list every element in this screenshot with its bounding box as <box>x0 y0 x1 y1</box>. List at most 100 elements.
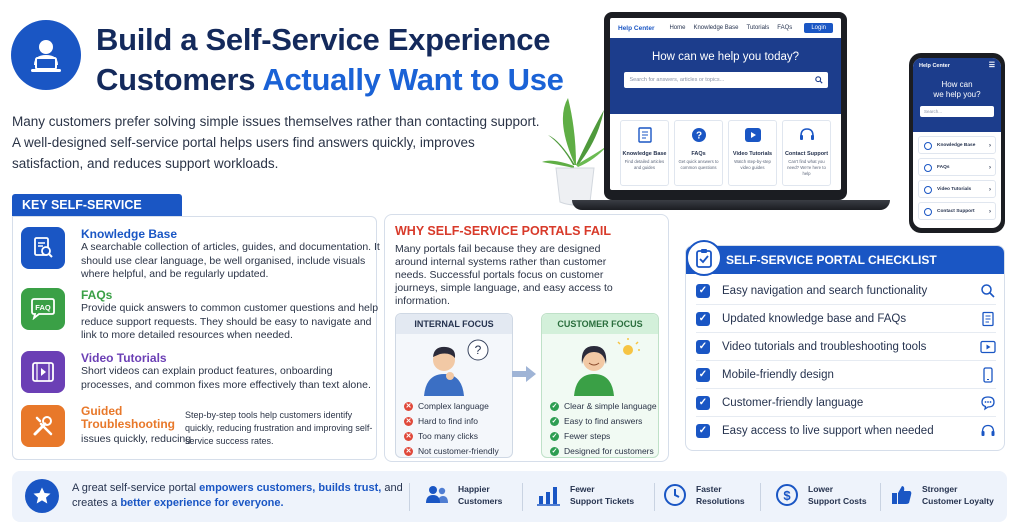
laptop-card-contact-support[interactable]: Contact Support Can't find what you need… <box>782 120 831 186</box>
x-circle-icon: ✕ <box>404 402 413 411</box>
phone-row-contact-support[interactable]: Contact Support› <box>918 202 996 220</box>
checkbox-checked-icon: ✓ <box>696 395 710 410</box>
laptop-hero-heading: How can we help you today? <box>651 51 800 63</box>
chat-icon <box>981 395 995 410</box>
internal-focus-list: ✕Complex language ✕Hard to find info ✕To… <box>404 399 499 459</box>
svg-text:?: ? <box>695 131 701 142</box>
bottom-summary-bar: A great self-service portal empowers cus… <box>12 471 1007 522</box>
x-circle-icon: ✕ <box>404 447 413 456</box>
laptop-base <box>572 200 890 210</box>
laptop-user-icon <box>11 20 81 90</box>
thumbs-up-icon <box>892 486 912 504</box>
why-fail-desc: Many portals fail because they are desig… <box>395 243 613 307</box>
x-circle-icon: ✕ <box>404 432 413 441</box>
list-item: ✕Too many clicks <box>404 431 478 441</box>
checkbox-checked-icon: ✓ <box>696 311 710 326</box>
checklist-item: ✓ Video tutorials and troubleshooting to… <box>696 333 996 361</box>
phone-mockup: Help Center ☰ How can we help you? Searc… <box>909 53 1005 233</box>
nav-tutorials[interactable]: Tutorials <box>746 25 770 31</box>
chevron-right-icon: › <box>989 209 991 215</box>
clipboard-check-icon <box>686 240 722 276</box>
laptop-search-input[interactable]: Search for answers, articles or topics..… <box>623 72 828 88</box>
checkbox-checked-icon: ✓ <box>696 283 710 298</box>
question-icon: ? <box>691 128 706 142</box>
divider <box>760 483 761 511</box>
checklist-section: SELF-SERVICE PORTAL CHECKLIST ✓ Easy nav… <box>685 240 1005 451</box>
customer-focus-list: ✓Clear & simple language ✓Easy to find a… <box>550 399 657 459</box>
phone-search-input[interactable]: Search... <box>920 106 994 117</box>
check-circle-icon: ✓ <box>550 417 559 426</box>
tools-section-title: KEY SELF-SERVICE TOOLS <box>12 194 182 235</box>
tool-name: Video Tutorials <box>81 351 167 365</box>
play-icon <box>744 128 761 142</box>
phone-row-knowledge-base[interactable]: Knowledge Base› <box>918 136 996 154</box>
search-icon <box>814 76 823 84</box>
checklist-title: SELF-SERVICE PORTAL CHECKLIST <box>686 246 1004 274</box>
headset-icon <box>981 424 995 436</box>
chevron-right-icon: › <box>989 165 991 171</box>
checklist-item: ✓ Updated knowledge base and FAQs <box>696 305 996 333</box>
tool-desc: Provide quick answers to common customer… <box>81 302 379 341</box>
check-circle-icon: ✓ <box>550 432 559 441</box>
play-icon <box>924 186 932 194</box>
bar-chart-icon <box>537 487 560 506</box>
happy-person-illustration <box>574 338 640 396</box>
list-item: ✓Fewer steps <box>550 431 611 441</box>
nav-faqs[interactable]: FAQs <box>777 25 793 31</box>
faq-icon: FAQ <box>21 288 65 330</box>
help-center-brand: Help Center <box>618 24 655 32</box>
hamburger-menu-icon[interactable]: ☰ <box>988 62 995 69</box>
internal-focus-label: INTERNAL FOCUS <box>396 314 512 334</box>
laptop-card-faqs[interactable]: ? FAQs Get quick answers to common quest… <box>674 120 723 186</box>
nav-knowledge-base[interactable]: Knowledge Base <box>693 25 739 31</box>
checkbox-checked-icon: ✓ <box>696 339 710 354</box>
list-item: ✕Hard to find info <box>404 416 479 426</box>
divider <box>522 483 523 511</box>
tool-desc: issues quickly, reducing <box>81 433 192 445</box>
tool-name: Knowledge Base <box>81 227 178 241</box>
headset-icon <box>799 128 814 140</box>
checklist-item: ✓ Easy navigation and search functionali… <box>696 277 996 305</box>
login-button[interactable]: Login <box>804 23 833 33</box>
checkbox-checked-icon: ✓ <box>696 424 710 438</box>
checklist-item: ✓ Customer-friendly language <box>696 389 996 417</box>
document-icon <box>982 311 994 326</box>
check-circle-icon: ✓ <box>550 402 559 411</box>
document-icon <box>637 127 652 143</box>
phone-brand: Help Center <box>919 63 950 69</box>
tools-icon <box>21 405 65 447</box>
why-fail-section: WHY SELF-SERVICE PORTALS FAIL Many porta… <box>384 214 669 462</box>
list-item: ✓Easy to find answers <box>550 416 643 426</box>
laptop-mockup: Help Center Home Knowledge Base Tutorial… <box>604 12 847 200</box>
video-icon <box>21 351 65 393</box>
arrow-right-icon <box>512 366 536 382</box>
phone-row-faqs[interactable]: FAQs› <box>918 158 996 176</box>
checkbox-checked-icon: ✓ <box>696 367 710 382</box>
intro-text: Many customers prefer solving simple iss… <box>12 114 540 171</box>
check-circle-icon: ✓ <box>550 447 559 456</box>
mobile-icon <box>983 366 993 383</box>
dollar-icon: $ <box>776 484 798 506</box>
laptop-card-video-tutorials[interactable]: Video Tutorials Watch step-by-step video… <box>728 120 777 186</box>
tool-name: Guided Troubleshooting <box>81 404 175 431</box>
laptop-card-knowledge-base[interactable]: Knowledge Base Find detailed articles an… <box>620 120 669 186</box>
divider <box>880 483 881 511</box>
page-title: Build a Self-Service Experience Customer… <box>96 22 564 97</box>
x-circle-icon: ✕ <box>404 417 413 426</box>
document-search-icon <box>21 227 65 269</box>
play-icon <box>980 340 996 353</box>
document-icon <box>924 142 932 150</box>
phone-hero-line1: How can <box>941 80 973 89</box>
tool-name: FAQs <box>81 288 113 302</box>
chevron-right-icon: › <box>989 187 991 193</box>
list-item: ✓Designed for customers <box>550 446 654 456</box>
nav-home[interactable]: Home <box>669 25 686 31</box>
svg-text:$: $ <box>783 488 791 503</box>
tools-section: Knowledge Base A searchable collection o… <box>12 216 380 460</box>
clock-icon <box>664 484 686 506</box>
phone-row-video-tutorials[interactable]: Video Tutorials› <box>918 180 996 198</box>
plant-illustration <box>540 90 610 213</box>
